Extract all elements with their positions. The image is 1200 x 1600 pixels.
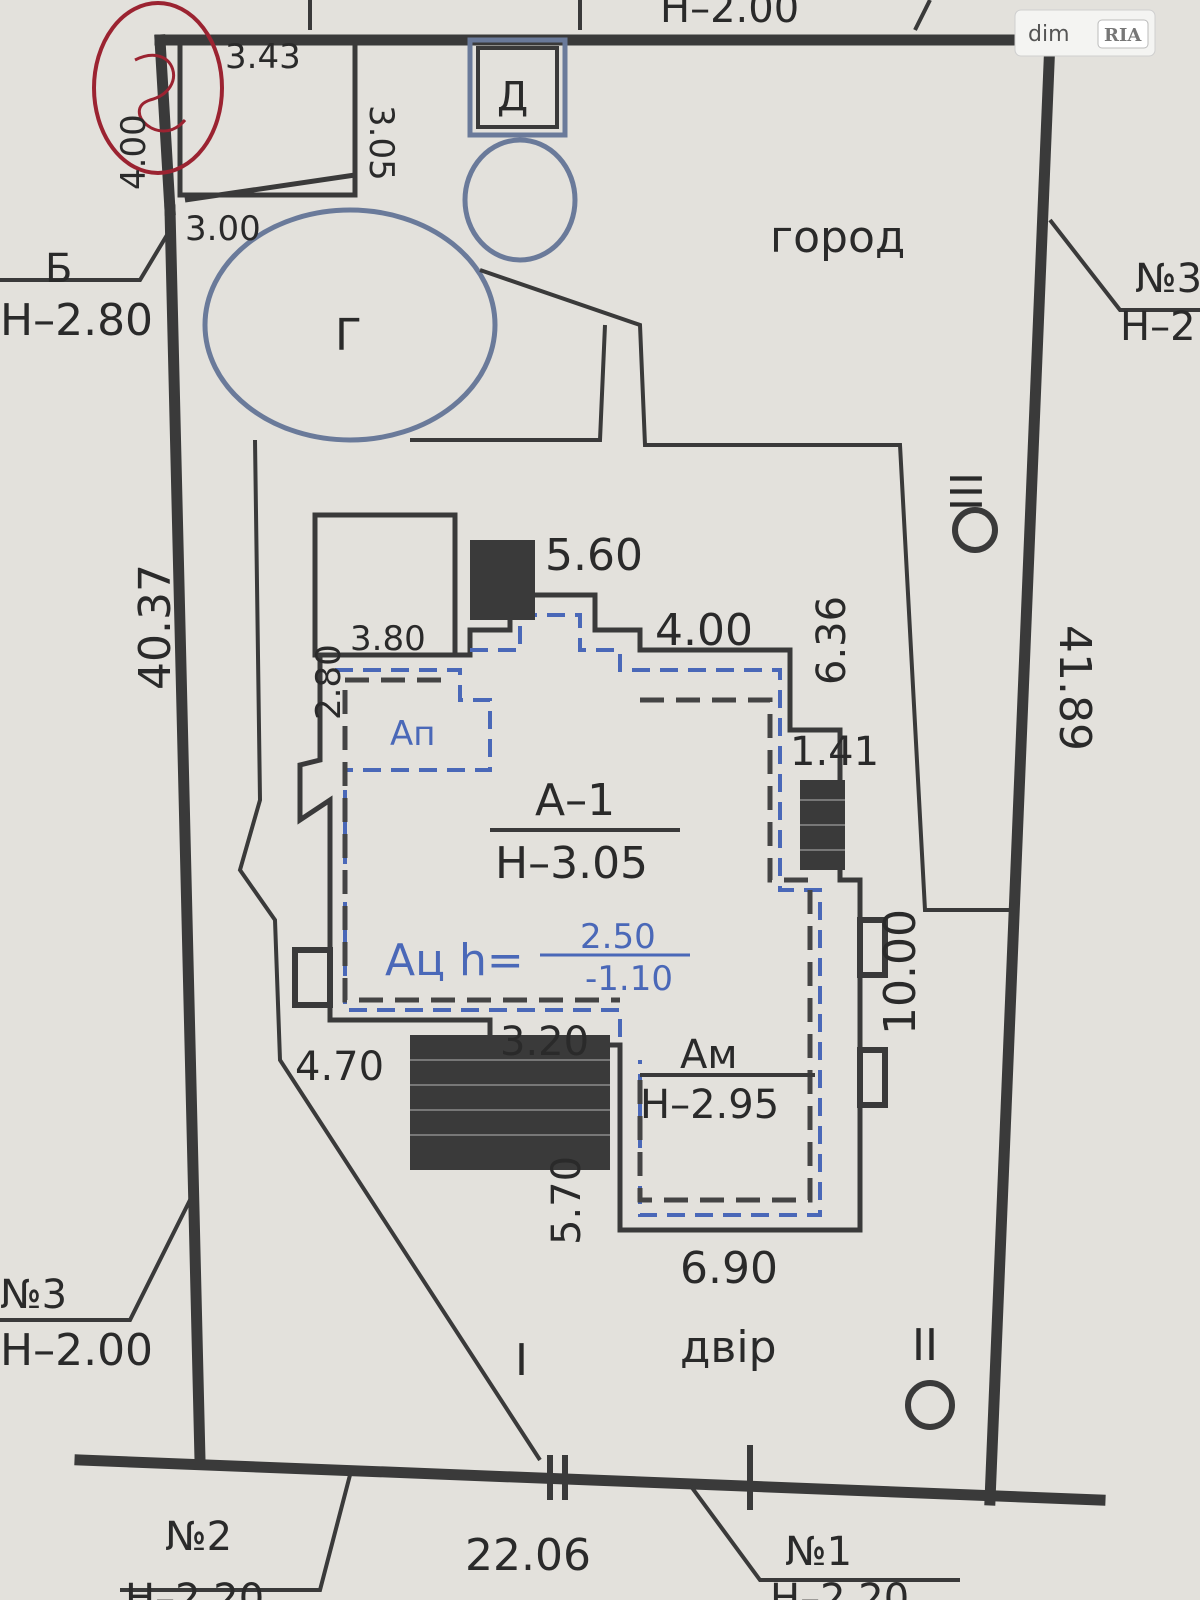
annex-height: H–2.95 <box>640 1082 779 1128</box>
zone-labels: I II III <box>515 472 990 1386</box>
dim-site-right: 41.89 <box>1049 625 1100 751</box>
dim-1-41: 1.41 <box>790 729 879 775</box>
main-house-name: A–1 <box>535 775 615 826</box>
cellar-top: 2.50 <box>580 917 656 957</box>
porch-boxes <box>292 917 888 1108</box>
watermark-brand: dim <box>1028 22 1070 47</box>
dim-site-left: 40.37 <box>130 564 181 690</box>
zone-3-label: III <box>939 472 990 511</box>
dim-4-00: 4.00 <box>655 605 753 656</box>
dim-2-80: 2.80 <box>309 644 349 720</box>
dim-3-20: 3.20 <box>500 1019 589 1065</box>
outbuilding-b-height: H–2.80 <box>0 295 153 346</box>
interior-dashed <box>342 677 813 1203</box>
dim-3-00: 3.00 <box>185 209 261 249</box>
neighbor-1-height: H–2.20 <box>770 1576 909 1600</box>
dim-4-70: 4.70 <box>295 1044 384 1090</box>
dimria-watermark: dim RIA <box>1014 9 1156 57</box>
stair-lines <box>410 799 845 1136</box>
dim-3-05: 3.05 <box>361 105 401 181</box>
outbuilding-top-left <box>177 37 358 203</box>
dim-6-36: 6.36 <box>809 596 855 685</box>
neighbor-labels: №1 H–2.20 №2 H–2.20 №3 H–2.00 №3 H–2 <box>0 256 1200 1600</box>
cellar-bottom: -1.10 <box>585 959 673 999</box>
zone-1-label: I <box>515 1335 528 1386</box>
outbuilding-g <box>202 137 578 443</box>
dim-10-00: 10.00 <box>875 909 926 1035</box>
label-underlines <box>490 828 815 1077</box>
dim-5-70: 5.70 <box>544 1156 590 1245</box>
neighbor-3-left-height: H–2.00 <box>0 1325 153 1376</box>
dim-4-00-left: 4.00 <box>114 114 154 190</box>
gate-marks <box>547 1445 753 1510</box>
watermark-brand-suffix: RIA <box>1104 25 1142 46</box>
site-boundary <box>74 34 1106 1506</box>
yard-label: двір <box>680 1322 777 1373</box>
neighbor-2-num: №2 <box>165 1514 232 1560</box>
top-height: H–2.00 <box>660 0 799 32</box>
zone-circles <box>905 507 998 1430</box>
dimension-labels: 40.37 41.89 22.06 5.60 4.00 3.80 2.80 6.… <box>114 37 1100 1581</box>
stair-hatching <box>410 540 845 1170</box>
dim-3-43: 3.43 <box>225 37 301 77</box>
area-labels: город двір <box>680 212 905 1373</box>
annex-name: Aм <box>680 1032 738 1078</box>
outbuilding-b-name: Б <box>45 246 72 292</box>
neighbor-3-left-num: №3 <box>0 1272 67 1318</box>
garden-label: город <box>770 212 905 263</box>
dim-3-80: 3.80 <box>350 619 426 659</box>
agency-seal <box>92 1 224 175</box>
outbuilding-d-name: Д <box>497 74 528 120</box>
dim-6-90: 6.90 <box>680 1243 778 1294</box>
zone-2-label: II <box>912 1320 938 1371</box>
main-house-height: H–3.05 <box>495 838 648 889</box>
outbuilding-d <box>467 37 568 138</box>
neighbor-3-right-height: H–2 <box>1120 304 1196 350</box>
building-labels: A–1 H–3.05 Aм H–2.95 Aц h= 2.50 -1.10 Aп… <box>0 0 799 1128</box>
dim-site-bottom: 22.06 <box>465 1530 591 1581</box>
neighbor-1-num: №1 <box>785 1529 852 1575</box>
cellar-name: Aц h= <box>385 935 524 986</box>
dim-5-60: 5.60 <box>545 530 643 581</box>
garden-outline <box>237 268 1010 1462</box>
neighbor-2-height: H–2.20 <box>125 1576 264 1600</box>
outbuilding-g-name: Г <box>335 310 362 361</box>
inner-mark: Aп <box>390 714 436 754</box>
neighbor-3-right-num: №3 <box>1135 256 1200 302</box>
